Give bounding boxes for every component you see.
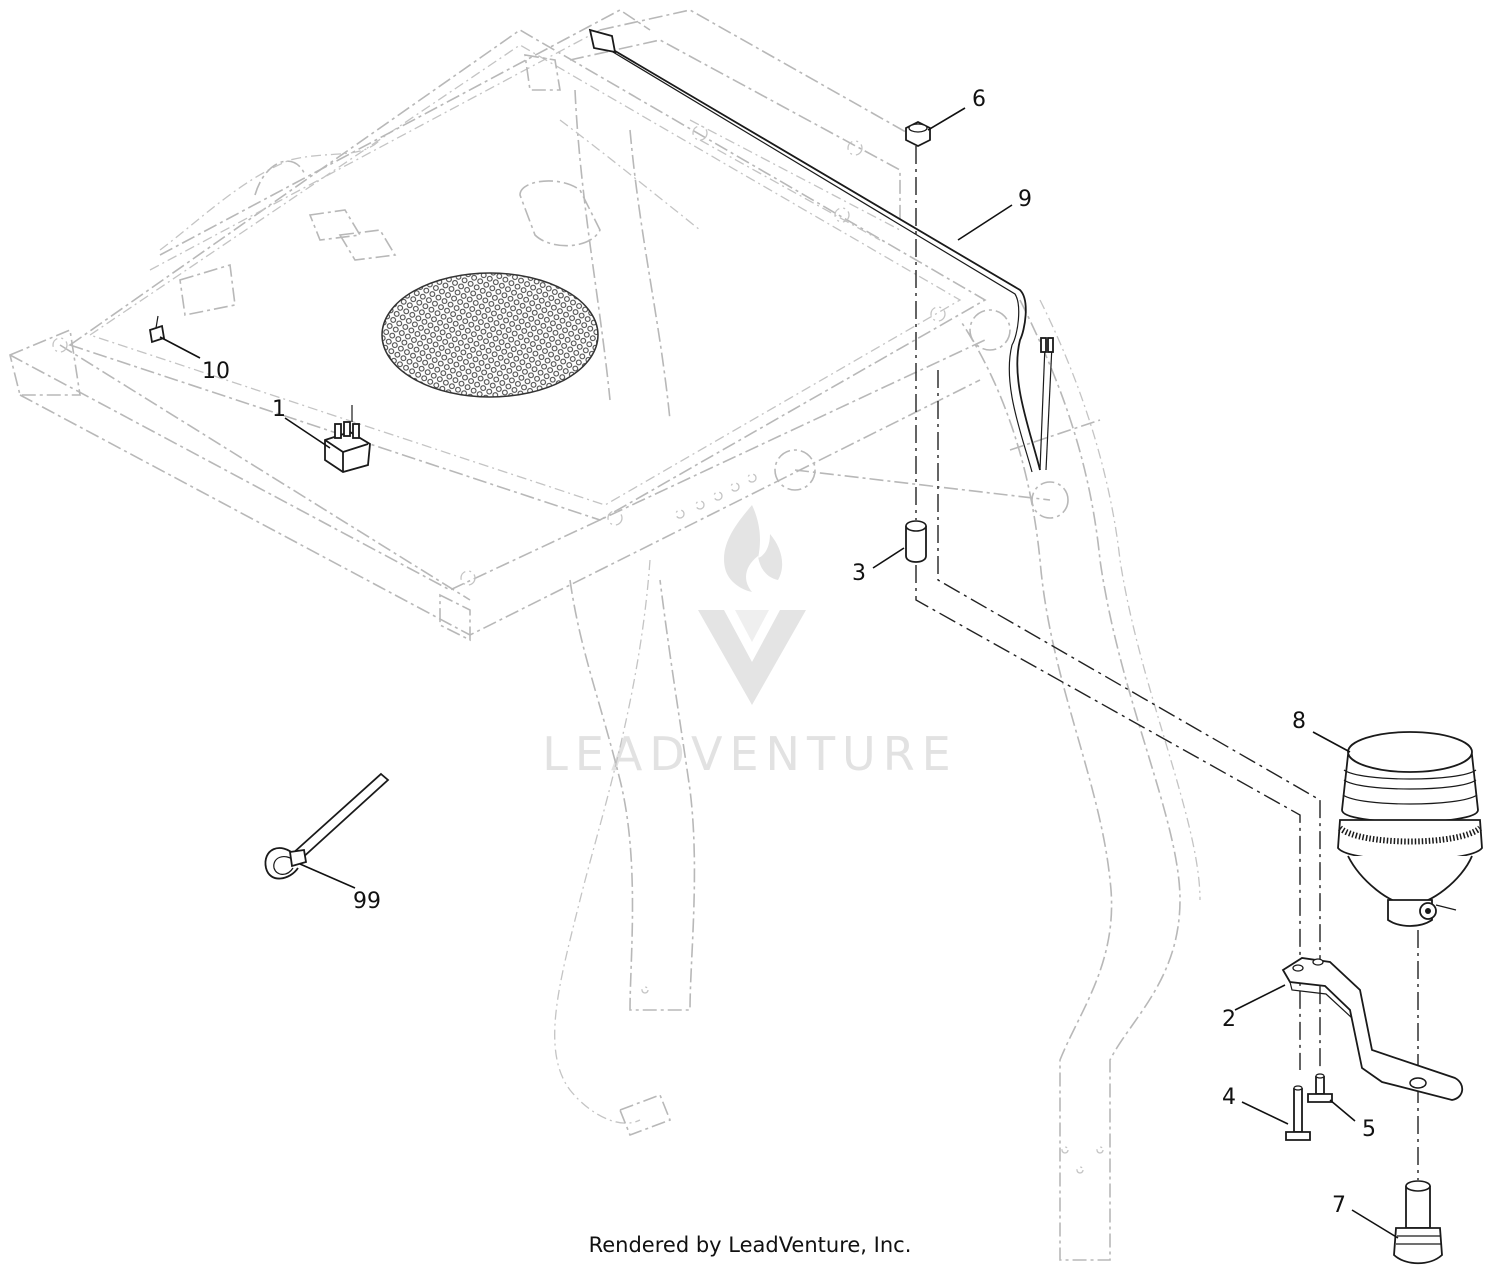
callout-4: 4: [1222, 1085, 1236, 1110]
part-5-short-screw: [1307, 1073, 1333, 1103]
part-6-nut: [905, 120, 931, 148]
callout-99: 99: [353, 889, 381, 914]
callout-6: 6: [972, 87, 986, 112]
part-4-long-screw: [1285, 1085, 1311, 1141]
callout-1: 1: [272, 397, 286, 422]
callout-8: 8: [1292, 709, 1306, 734]
part-9-wire-harness: [588, 28, 1054, 473]
callout-7: 7: [1332, 1193, 1346, 1218]
watermark-text: LEADVENTURE: [542, 727, 958, 781]
callout-3: 3: [852, 561, 866, 586]
part-7-mounting-bolt: [1393, 1180, 1443, 1265]
callout-labels: 1 2 3 4 5 6 7 8 9 10 99: [202, 87, 1376, 1218]
leadventure-logo-watermark: LEADVENTURE: [542, 505, 958, 781]
callout-10: 10: [202, 359, 230, 384]
part-1-switch: [324, 405, 371, 473]
leader-lines: [159, 107, 1399, 1239]
part-3-spacer: [905, 520, 927, 563]
footer-credit: Rendered by LeadVenture, Inc.: [588, 1233, 912, 1257]
frame-phantom-outline: [9, 9, 1201, 1261]
part-99-cable-tie: [264, 772, 390, 880]
fan-grille: [381, 272, 599, 398]
part-2-bracket: [1281, 957, 1464, 1101]
assembly-centerlines: [915, 146, 1419, 1180]
callout-5: 5: [1362, 1117, 1376, 1142]
callout-2: 2: [1222, 1007, 1236, 1032]
callout-9: 9: [1018, 187, 1032, 212]
part-8-beacon-light: [1337, 731, 1483, 927]
